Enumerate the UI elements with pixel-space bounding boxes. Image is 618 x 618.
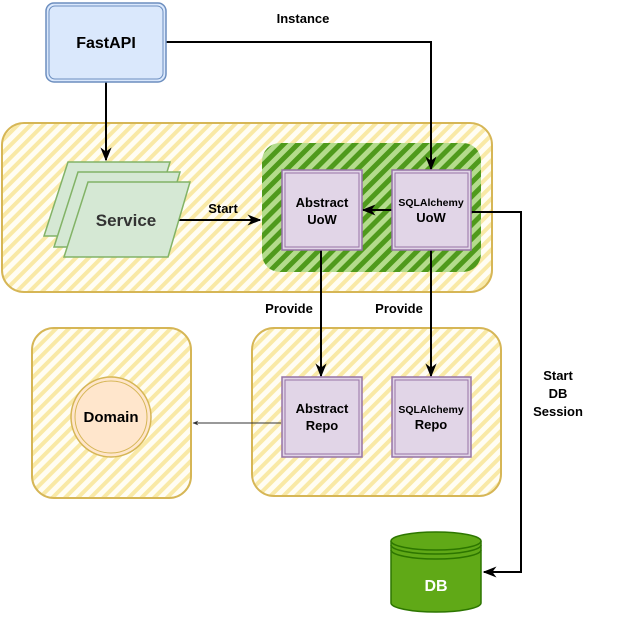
provide-left-edge-label: Provide	[265, 301, 313, 316]
service-node: Service	[42, 161, 192, 258]
start-db-session-label-line1: Start	[543, 368, 573, 383]
provide-right-edge-label: Provide	[375, 301, 423, 316]
edge-instance	[166, 41, 437, 171]
sqlalchemy-repo-label-line1: SQLAlchemy	[398, 404, 464, 416]
edge-start-db-session	[471, 211, 522, 578]
abstract-repo-label-line2: Repo	[306, 418, 339, 433]
fastapi-node: FastAPI	[45, 2, 167, 83]
domain-label: Domain	[83, 409, 138, 426]
start-db-session-label-line3: Session	[533, 404, 583, 419]
db-label: DB	[424, 578, 447, 595]
abstract-repo-label-line1: Abstract	[296, 401, 349, 416]
abstract-uow-node: Abstract UoW	[281, 169, 363, 251]
sqlalchemy-uow-label-line2: UoW	[416, 210, 446, 225]
sqlalchemy-repo-node: SQLAlchemy Repo	[391, 376, 472, 458]
start-edge-label: Start	[208, 201, 238, 216]
db-node: DB	[390, 531, 482, 613]
fastapi-label: FastAPI	[76, 35, 136, 52]
sqlalchemy-uow-label-line1: SQLAlchemy	[398, 197, 464, 209]
service-label: Service	[96, 211, 157, 230]
start-db-session-label-line2: DB	[549, 386, 568, 401]
abstract-uow-label-line1: Abstract	[296, 195, 349, 210]
sqlalchemy-repo-label-line2: Repo	[415, 417, 448, 432]
instance-edge-label: Instance	[277, 11, 330, 26]
abstract-repo-node: Abstract Repo	[281, 376, 363, 458]
abstract-uow-label-line2: UoW	[307, 212, 337, 227]
domain-node: Domain	[70, 376, 152, 458]
sqlalchemy-uow-node: SQLAlchemy UoW	[391, 169, 472, 251]
